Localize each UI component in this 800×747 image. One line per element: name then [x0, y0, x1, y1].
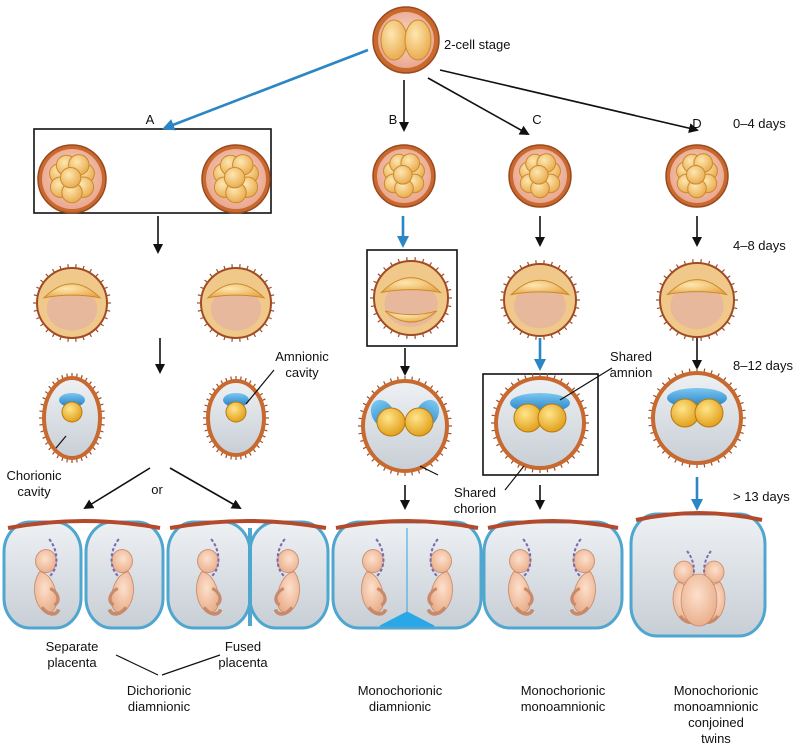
morula [38, 145, 106, 213]
fetus-head [198, 550, 219, 573]
blastomere [529, 165, 548, 184]
monochorionic-diamnionic [333, 521, 481, 628]
dichorionic-separate [4, 521, 163, 628]
blastomere [224, 167, 244, 187]
caption-dichorionic-diamnionic: Dichorionic diamnionic [127, 683, 191, 715]
dichorionic-fused [168, 521, 328, 628]
yolk-sac [405, 408, 433, 436]
morula [666, 145, 728, 207]
yolk-sac [538, 404, 566, 432]
yolk-sac [377, 408, 405, 436]
stage-label-4-8: 4–8 days [733, 238, 786, 253]
two-cell-stage-label: 2-cell stage [444, 37, 510, 52]
two-cell-embryo [373, 7, 439, 73]
branch-label-b: B [389, 112, 398, 127]
caption-monochorionic-diamnionic: Monochorionic diamnionic [358, 683, 443, 715]
fetus-head [574, 550, 595, 573]
blastocyst [197, 264, 275, 342]
yolk-sac [695, 399, 723, 427]
shared-chorion-label: Shared chorion [454, 485, 497, 517]
fused-placenta-label: Fused placenta [218, 639, 267, 671]
fetus-head [36, 550, 57, 573]
morula [202, 145, 270, 213]
or-label: or [151, 482, 163, 497]
branch-label-c: C [532, 112, 541, 127]
fetus-head [431, 550, 452, 573]
implanted-embryo [491, 373, 589, 473]
leader-line [162, 655, 220, 675]
yolk-sac [62, 402, 82, 422]
blastocyst [33, 264, 111, 342]
morula [509, 145, 571, 207]
arrow [170, 468, 240, 508]
fetus-head [510, 550, 531, 573]
branch-label-a: A [146, 112, 155, 127]
leader-line [116, 655, 158, 675]
fetus-head [363, 550, 384, 573]
blastocyst [370, 257, 452, 339]
implanted-embryo [358, 376, 452, 476]
arrow [85, 468, 150, 508]
implanted-embryo [39, 373, 105, 463]
chorion [363, 381, 447, 471]
caption-conjoined-twins: Monochorionic monoamnionic conjoined twi… [674, 683, 759, 747]
branch-label-d: D [692, 116, 701, 131]
amnionic-cavity-label: Amnionic cavity [275, 349, 328, 381]
arrow [440, 70, 697, 130]
morula [373, 145, 435, 207]
conjoined-twins [631, 513, 765, 636]
monochorionic-monoamnionic [484, 521, 622, 628]
fetus-head [112, 550, 133, 573]
blastomere [381, 20, 407, 60]
blastomere [60, 167, 80, 187]
blastomere [405, 20, 431, 60]
embryos [4, 7, 765, 636]
blue-arrow [165, 50, 368, 128]
fetus-head [278, 550, 299, 573]
stage-label-13: > 13 days [733, 489, 790, 504]
chorionic-cavity-label: Chorionic cavity [7, 468, 62, 500]
stage-label-8-12: 8–12 days [733, 358, 793, 373]
blastomere [393, 165, 412, 184]
shared-amnion-label: Shared amnion [610, 349, 653, 381]
yolk-sac [226, 402, 246, 422]
stage-label-0-4: 0–4 days [733, 116, 786, 131]
separate-placenta-label: Separate placenta [46, 639, 99, 671]
blastocyst [656, 259, 738, 341]
fused-torso [681, 574, 717, 626]
leader-line [420, 466, 438, 475]
gestational-sac [484, 522, 622, 628]
blastocyst [500, 260, 580, 340]
implanted-embryo [648, 368, 746, 468]
blastomere [686, 165, 705, 184]
leader-line [505, 466, 524, 490]
caption-monochorionic-monoamnionic: Monochorionic monoamnionic [521, 683, 606, 715]
